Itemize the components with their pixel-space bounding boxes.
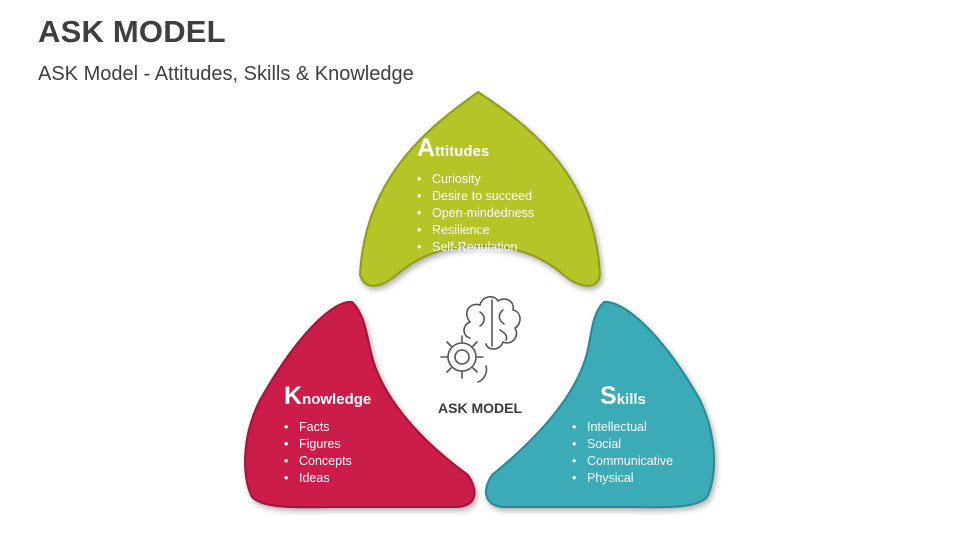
- knowledge-list: Facts Figures Concepts Ideas: [284, 419, 371, 487]
- knowledge-initial: K: [284, 382, 303, 410]
- attitudes-initial: A: [417, 134, 436, 162]
- skills-heading: Skills: [572, 382, 673, 411]
- list-item: Communicative: [572, 453, 673, 470]
- skills-list: Intellectual Social Communicative Physic…: [572, 419, 673, 487]
- list-item: Social: [572, 436, 673, 453]
- skills-heading-rest: kills: [616, 391, 646, 408]
- attitudes-section: Attitudes Curiosity Desire to succeed Op…: [417, 134, 534, 256]
- list-item: Ideas: [284, 470, 371, 487]
- list-item: Curiosity: [417, 171, 534, 188]
- list-item: Concepts: [284, 453, 371, 470]
- attitudes-heading-rest: ttitudes: [435, 143, 490, 160]
- attitudes-heading: Attitudes: [417, 134, 534, 163]
- brain-gear-icon: [440, 296, 521, 383]
- skills-section: Skills Intellectual Social Communicative…: [572, 382, 673, 487]
- knowledge-section: Knowledge Facts Figures Concepts Ideas: [284, 382, 371, 487]
- list-item: Resilience: [417, 222, 534, 239]
- attitudes-list: Curiosity Desire to succeed Open-mindedn…: [417, 171, 534, 256]
- list-item: Physical: [572, 470, 673, 487]
- list-item: Self-Regulation: [417, 239, 534, 256]
- knowledge-heading-rest: nowledge: [302, 391, 372, 408]
- list-item: Open-mindedness: [417, 205, 534, 222]
- knowledge-heading: Knowledge: [284, 382, 371, 411]
- page-subtitle: ASK Model - Attitudes, Skills & Knowledg…: [38, 63, 414, 85]
- list-item: Figures: [284, 436, 371, 453]
- list-item: Intellectual: [572, 419, 673, 436]
- list-item: Facts: [284, 419, 371, 436]
- skills-initial: S: [600, 382, 617, 410]
- list-item: Desire to succeed: [417, 188, 534, 205]
- center-label: ASK MODEL: [438, 400, 522, 416]
- page-title: ASK MODEL: [38, 14, 226, 49]
